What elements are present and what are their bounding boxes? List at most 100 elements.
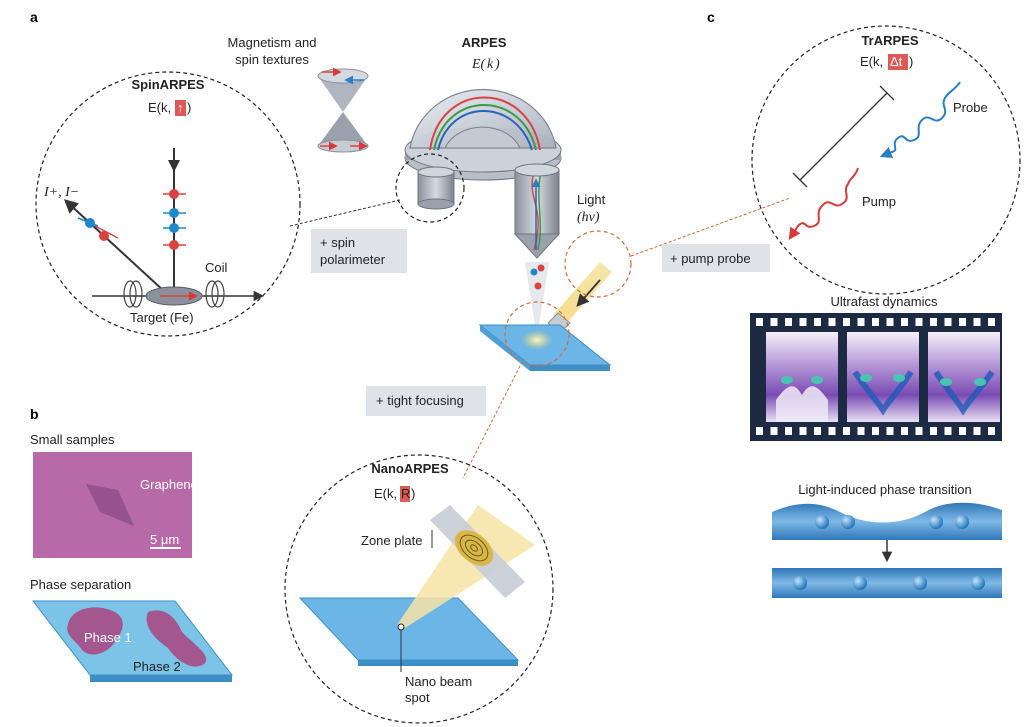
frame-feature xyxy=(811,376,823,384)
upper-cone-top xyxy=(317,68,369,84)
zone-ring xyxy=(459,534,489,562)
lattice-atom xyxy=(815,515,829,529)
frame-feature xyxy=(940,378,952,386)
nano-highlight-box xyxy=(400,486,410,502)
film-frame-3 xyxy=(928,332,1000,422)
film-sprocket-hole xyxy=(756,318,763,326)
light-arrow xyxy=(576,279,601,307)
photoelectron xyxy=(530,268,538,276)
delay-tick-top xyxy=(879,85,895,101)
coil-right-2 xyxy=(211,280,225,308)
nano-arpes-inset: NanoARPES E(k, R ) Zone plate Nano beam … xyxy=(284,454,554,724)
film-sprocket-hole xyxy=(843,427,850,435)
film-sprocket-hole xyxy=(915,318,923,326)
film-sprocket-hole xyxy=(799,318,807,326)
trajectory-blue xyxy=(437,110,533,151)
pump-probe-connector xyxy=(630,197,791,257)
trarpes-formula: E(k, Δt ) xyxy=(860,54,913,70)
trarpes-formula-highlight: Δt xyxy=(890,54,903,69)
frame-feature xyxy=(974,378,986,386)
phase-separation-label: Phase separation xyxy=(30,577,131,592)
ultrafast-label: Ultrafast dynamics xyxy=(831,294,938,309)
spin-beam-arrowhead xyxy=(168,160,180,172)
film-sprocket-hole xyxy=(799,427,807,435)
lattice-atom xyxy=(971,576,985,590)
film-sprocket-hole xyxy=(901,318,908,326)
film-sprocket-hole xyxy=(814,318,821,326)
trarpes-title: TrARPES xyxy=(861,33,918,48)
uniform-lattice xyxy=(772,568,1002,598)
detector-dashed-circle xyxy=(395,153,465,223)
film-sprocket-hole xyxy=(988,318,995,326)
film-sprocket-hole xyxy=(973,318,981,326)
arpes-formula-suffix: ) xyxy=(494,57,500,72)
panel-label-c: c xyxy=(707,9,715,25)
lattice-atom xyxy=(793,576,807,590)
trarpes-formula-suffix: ) xyxy=(909,54,913,69)
panel-label-b: b xyxy=(30,406,39,422)
nano-formula-suffix: ) xyxy=(411,486,415,501)
light-sub-label: (hν) xyxy=(577,210,600,225)
probe-pulse xyxy=(879,81,961,159)
delay-line xyxy=(799,92,888,181)
beam-spot-line1: Nano beam xyxy=(405,674,472,689)
spin-arpes-inset: SpinARPES E(k, ↑ ) I+, I− xyxy=(35,71,301,337)
zone-ring xyxy=(464,539,484,557)
pump-pulse xyxy=(788,167,859,240)
film-sprocket-hole xyxy=(973,427,981,435)
trarpes-formula-prefix: E(k, xyxy=(860,54,883,69)
zone-ring xyxy=(470,544,478,552)
lattice-atom xyxy=(955,515,969,529)
lens-column xyxy=(514,169,560,235)
scale-label: 5 μm xyxy=(150,532,179,547)
phase-sample-edge xyxy=(90,675,232,682)
photoelectron xyxy=(534,282,542,290)
film-sprockets-bottom xyxy=(756,427,995,435)
arpes-formula-prefix: E( xyxy=(471,57,487,72)
phase-transition: Light-induced phase transition xyxy=(772,482,1002,598)
tight-focusing-label: + tight focusing xyxy=(376,393,464,408)
trajectory-green xyxy=(433,104,537,151)
phase-transition-label: Light-induced phase transition xyxy=(798,482,971,497)
frame-band xyxy=(933,370,995,416)
frame-feature xyxy=(860,374,872,382)
box-bg xyxy=(311,229,407,273)
sample-beam-spot xyxy=(521,330,553,350)
film-sprocket-hole xyxy=(770,427,778,435)
film-sprocket-hole xyxy=(930,318,937,326)
nano-connector xyxy=(462,365,521,479)
detector-top xyxy=(417,166,455,178)
photoelectron xyxy=(537,264,545,272)
spin-box-line1: + spin xyxy=(320,235,355,250)
light-beam xyxy=(553,262,612,325)
sample-slab-edge xyxy=(530,365,610,371)
spin-scattered-beam xyxy=(63,199,166,293)
modulated-lattice xyxy=(772,502,1002,540)
film-sprocket-hole xyxy=(828,427,836,435)
panel-b: Small samples Graphene 5 μm Phase separa… xyxy=(30,432,234,682)
film-sprocket-hole xyxy=(959,318,966,326)
zone-plate xyxy=(454,530,494,566)
phase1-label: Phase 1 xyxy=(84,630,132,645)
beam-spot-line2: spot xyxy=(405,690,430,705)
box-bg xyxy=(662,244,770,272)
lower-cone xyxy=(318,112,368,146)
spin-electrons-vertical xyxy=(163,189,186,250)
trarpes-dashed-circle xyxy=(751,25,1021,295)
spin-connector xyxy=(289,199,401,227)
spin-polarimeter-box: + spin polarimeter xyxy=(311,229,407,273)
nano-beam-spot xyxy=(397,623,405,631)
film-sprocket-hole xyxy=(770,318,778,326)
film-sprocket-hole xyxy=(901,427,908,435)
spin-formula-suffix: ) xyxy=(187,100,191,115)
film-sprocket-hole xyxy=(828,318,836,326)
upper-cone xyxy=(318,76,368,112)
lens-column-top xyxy=(514,163,560,177)
film-sprocket-hole xyxy=(886,427,894,435)
small-samples-label: Small samples xyxy=(30,432,115,447)
pump-probe-box: + pump probe xyxy=(662,244,770,272)
nano-dashed-circle xyxy=(284,454,554,724)
spin-formula: E(k, ↑ ) xyxy=(148,100,191,116)
